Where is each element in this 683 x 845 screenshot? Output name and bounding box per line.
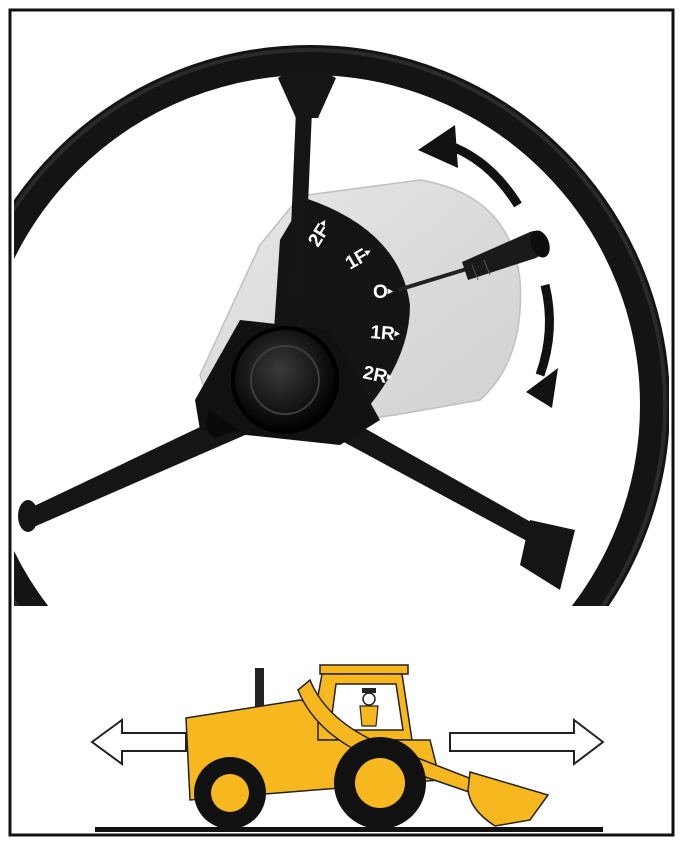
rear-wheel bbox=[194, 757, 266, 829]
curved-arrow-down-icon bbox=[526, 285, 558, 408]
horn-button[interactable] bbox=[233, 328, 337, 432]
arrow-right-icon bbox=[450, 720, 603, 764]
spoke-right bbox=[340, 420, 545, 548]
ground-line bbox=[95, 827, 603, 832]
front-wheel bbox=[334, 737, 426, 829]
arrow-left-icon bbox=[92, 720, 186, 764]
steering-wheel bbox=[0, 50, 665, 760]
bucket bbox=[468, 772, 548, 826]
